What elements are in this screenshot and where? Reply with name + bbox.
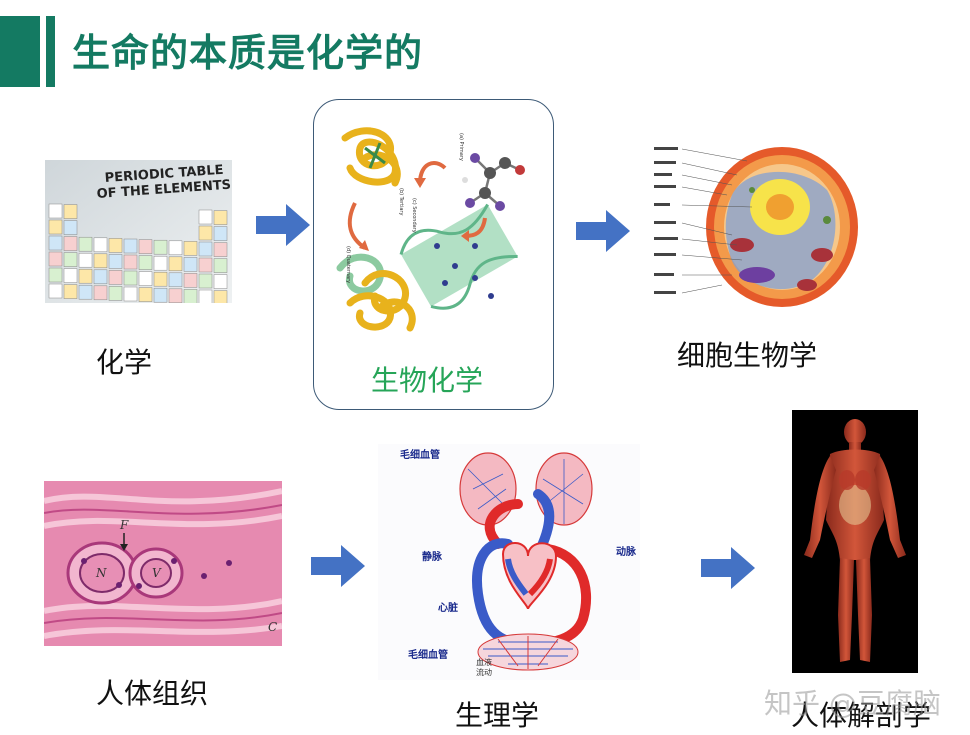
label-flow: 流动	[476, 667, 492, 677]
svg-text:C: C	[268, 620, 277, 634]
arrow-right-1	[256, 204, 310, 246]
label-heart: 心脏	[438, 601, 458, 614]
circulation-diagram-image: 毛细血管 静脉 动脉 心脏 毛细血管 血液 流动	[378, 444, 640, 680]
svg-text:F: F	[119, 518, 129, 532]
periodic-table-image: PERIODIC TABLE OF THE ELEMENTS	[45, 160, 232, 303]
arrow-right-2	[576, 210, 630, 252]
label-cell-biology: 细胞生物学	[677, 339, 818, 372]
label-physiology: 生理学	[455, 699, 540, 732]
svg-text:V: V	[152, 566, 162, 580]
arrow-right-3	[311, 545, 365, 587]
tissue-micrograph-image: N V F C	[44, 481, 282, 646]
label-capillary-top: 毛细血管	[400, 448, 440, 461]
title-accent-bar-thin	[46, 16, 55, 87]
label-anatomy: 人体解剖学	[791, 699, 932, 732]
label-biochemistry: 生物化学	[371, 364, 484, 397]
watermark: 知乎 @豆腐脑	[764, 687, 941, 720]
cell-diagram-image	[652, 135, 864, 321]
svg-text:(a) Primary: (a) Primary	[458, 133, 464, 161]
protein-structure-image: (a) Primary (b) Tertiary (c) Secondary (…	[325, 118, 540, 350]
label-histology: 人体组织	[96, 677, 209, 710]
label-artery: 动脉	[616, 545, 637, 558]
human-anatomy-image	[792, 410, 918, 673]
svg-text:(c) Secondary: (c) Secondary	[411, 198, 417, 233]
svg-text:(b) Tertiary: (b) Tertiary	[398, 188, 404, 215]
svg-text:N: N	[95, 566, 107, 580]
label-vein: 静脉	[422, 550, 443, 563]
svg-text:(d) Quaternary: (d) Quaternary	[345, 246, 351, 283]
arrow-right-4	[701, 547, 755, 589]
title-accent-bar	[0, 16, 40, 87]
label-chemistry: 化学	[96, 346, 153, 379]
label-blood: 血液	[476, 657, 492, 667]
page-title: 生命的本质是化学的	[72, 31, 424, 75]
label-capillary-bottom: 毛细血管	[408, 648, 448, 661]
